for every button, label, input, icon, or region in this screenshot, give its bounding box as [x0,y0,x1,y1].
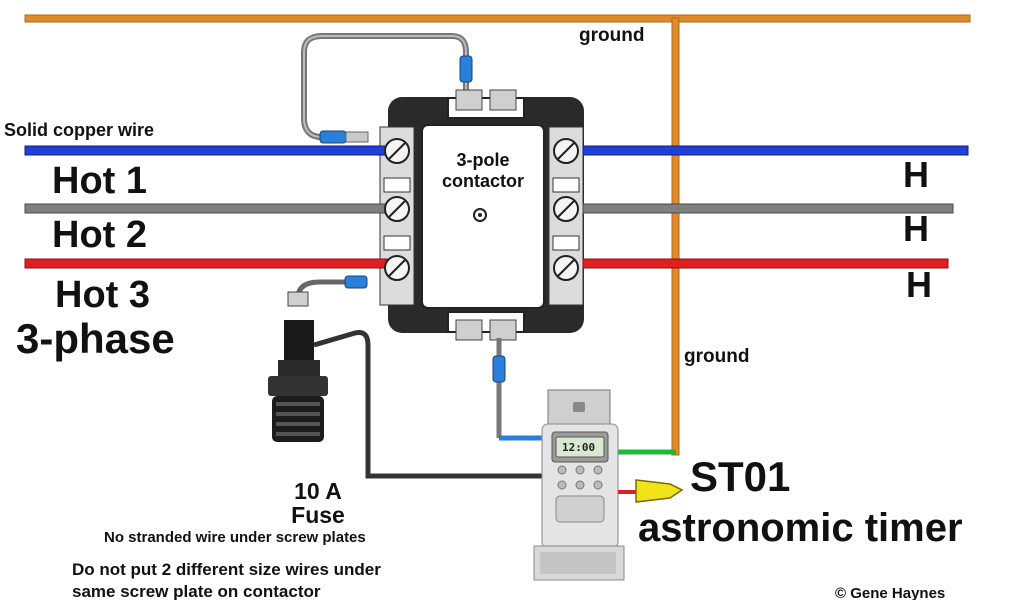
jumper-crimp-left [319,130,347,144]
fuse-label-line1: 10 A [294,478,342,504]
h3-label: H [906,264,932,305]
ground-wire-vertical [671,17,680,456]
hot2-wire-right [582,203,954,214]
hot3-wire-right [582,258,949,269]
solid-copper-label: Solid copper wire [4,120,155,140]
ground-label-right: ground [684,346,750,367]
hot2-wire-left [24,203,388,214]
copyright-label: © Gene Haynes [835,585,946,600]
contactor-label: 3-pole contactor [426,150,540,191]
wire-size-note-line1: Do not put 2 different size wires under [72,560,381,579]
jumper-crimp-top [459,55,473,83]
fuse-to-timer-wire [313,330,545,479]
contactor-label-line2: contactor [441,170,524,191]
hot3-wire-left [24,258,388,269]
wire-size-note-line2: same screw plate on contactor [72,582,321,600]
fuse-label-line2: Fuse [291,502,345,529]
fuse-label: 10 A Fuse [268,479,368,527]
h2-label: H [903,208,929,249]
contactor-label-line1: 3-pole [456,150,510,170]
timer-device [533,389,625,581]
contactor-body [379,89,584,341]
hot1-wire-right [582,145,969,156]
stranded-wire-note: No stranded wire under screw plates [104,529,366,546]
st01-label: ST01 [690,453,791,500]
wire-nut [635,479,684,503]
hot2-label: Hot 2 [52,214,147,256]
wire-size-note: Do not put 2 different size wires under … [72,559,381,600]
ground-label-top: ground [579,25,645,46]
ground-wire-top [24,14,971,23]
hot1-wire-left [24,145,388,156]
three-phase-label: 3-phase [16,315,175,362]
h1-label: H [903,154,929,195]
astronomic-timer-label: astronomic timer [638,506,963,550]
hot3-label: Hot 3 [55,274,150,316]
hot1-label: Hot 1 [52,160,147,202]
timer-display: 12:00 [562,441,596,454]
fuse-holder [268,320,328,442]
